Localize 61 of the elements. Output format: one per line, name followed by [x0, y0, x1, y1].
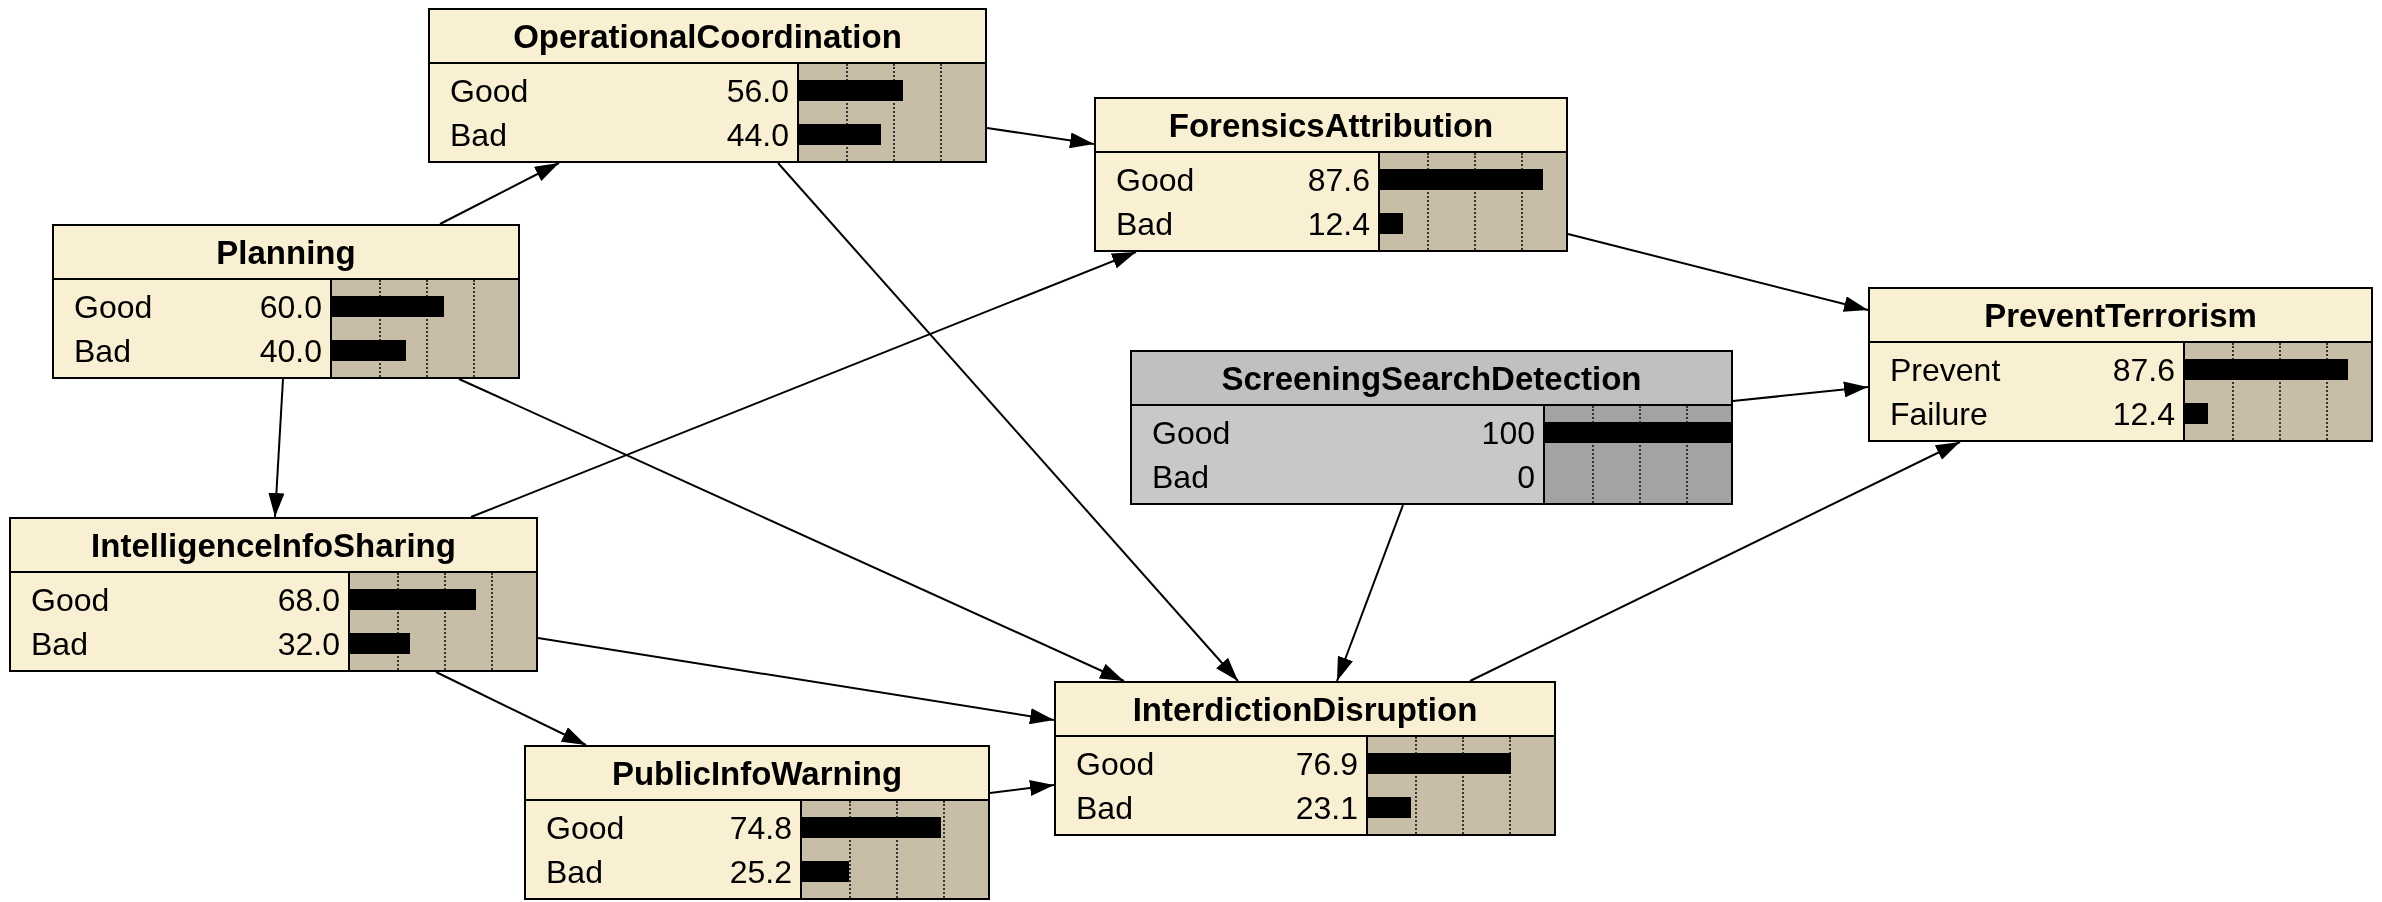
state-label: Bad — [450, 118, 507, 151]
probability-value: 68.0 — [277, 583, 340, 616]
state-label: Bad — [31, 627, 88, 660]
arrow — [470, 251, 1137, 518]
node-box — [524, 745, 990, 900]
node-title: Planning — [216, 235, 356, 269]
state-label: Good — [74, 290, 153, 323]
node-box — [52, 224, 520, 379]
state-label: Prevent — [1890, 353, 2001, 386]
state-label: Good — [31, 583, 110, 616]
node-title: OperationalCoordination — [513, 19, 902, 53]
node-box — [9, 517, 538, 672]
probability-value: 32.0 — [277, 627, 340, 660]
probability-value: 87.6 — [1307, 163, 1370, 196]
node-title: ScreeningSearchDetection — [1221, 361, 1642, 395]
node-box — [1130, 350, 1733, 505]
probability-value: 12.4 — [1307, 207, 1370, 240]
state-label: Good — [450, 74, 529, 107]
probability-value: 60.0 — [259, 290, 322, 323]
state-label: Good — [1152, 416, 1231, 449]
node-box — [428, 8, 987, 163]
probability-value: 23.1 — [1295, 791, 1358, 824]
probability-value: 44.0 — [726, 118, 789, 151]
arrow — [439, 162, 560, 225]
state-label: Bad — [74, 334, 131, 367]
node-title: PreventTerrorism — [1984, 298, 2257, 332]
node-title: PublicInfoWarning — [611, 756, 903, 790]
probability-value: 76.9 — [1295, 747, 1358, 780]
state-label: Bad — [546, 855, 603, 888]
node-box — [1054, 681, 1556, 836]
probability-value: 40.0 — [259, 334, 322, 367]
arrow — [537, 637, 1055, 725]
state-label: Good — [546, 811, 625, 844]
probability-value: 100 — [1481, 416, 1535, 449]
arrow — [777, 162, 1239, 682]
arrow — [1469, 441, 1961, 682]
arrow — [1567, 233, 1869, 312]
probability-value: 25.2 — [729, 855, 792, 888]
node-title: InterdictionDisruption — [1132, 692, 1478, 726]
arrow — [458, 378, 1125, 682]
state-label: Good — [1116, 163, 1195, 196]
node-box — [1868, 287, 2373, 442]
probability-value: 12.4 — [2112, 397, 2175, 430]
arrow — [989, 780, 1055, 796]
probability-value: 56.0 — [726, 74, 789, 107]
node-title: IntelligenceInfoSharing — [91, 528, 456, 562]
node-box — [1094, 97, 1568, 252]
state-label: Failure — [1890, 397, 1988, 430]
node-title: ForensicsAttribution — [1168, 108, 1494, 142]
probability-value: 0 — [1517, 460, 1535, 493]
arrow — [986, 127, 1095, 149]
state-label: Bad — [1076, 791, 1133, 824]
probability-value: 74.8 — [729, 811, 792, 844]
state-label: Bad — [1116, 207, 1173, 240]
probability-value: 87.6 — [2112, 353, 2175, 386]
arrow — [1336, 504, 1404, 682]
state-label: Good — [1076, 747, 1155, 780]
state-label: Bad — [1152, 460, 1209, 493]
arrow — [268, 378, 285, 518]
arrow — [435, 671, 587, 746]
arrow — [1732, 381, 1869, 402]
